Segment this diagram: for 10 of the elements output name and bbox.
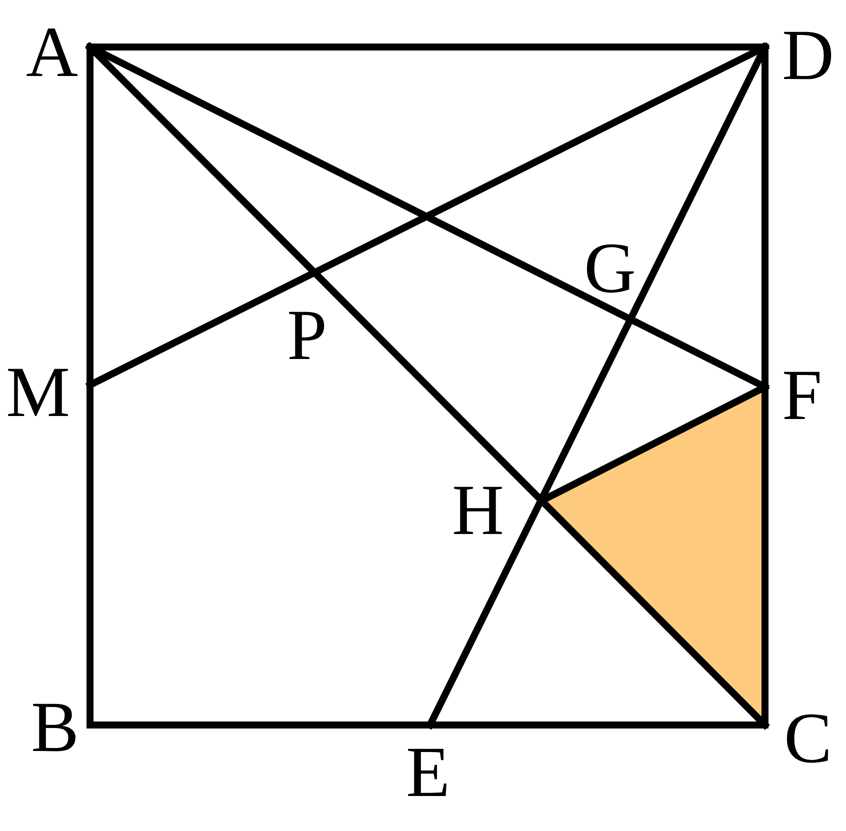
point-label: M xyxy=(6,356,70,428)
point-label: B xyxy=(30,691,80,763)
point-label: G xyxy=(584,232,636,304)
point-label: P xyxy=(286,299,328,371)
point-label: D xyxy=(782,19,834,91)
point-label: C xyxy=(784,702,832,774)
point-label: H xyxy=(452,474,504,546)
point-label: F xyxy=(782,359,822,431)
point-label: A xyxy=(26,16,78,88)
point-label: E xyxy=(406,736,450,808)
